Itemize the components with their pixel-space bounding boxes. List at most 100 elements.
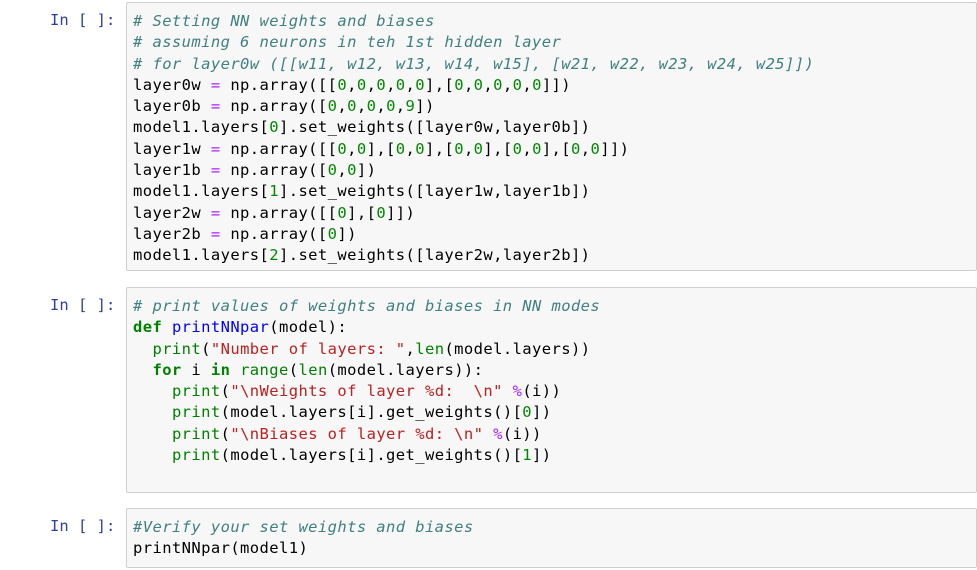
code-token: ]) <box>337 224 357 243</box>
code-token: printNNpar(model1) <box>133 539 309 558</box>
code-token: ]]) <box>386 203 416 222</box>
code-line: model1.layers[1].set_weights([layer1w,la… <box>133 181 976 202</box>
code-token: = <box>210 139 221 158</box>
code-token: ]]) <box>541 75 572 94</box>
code-line: layer2w = np.array([[0],[0]]) <box>133 203 976 224</box>
code-text[interactable]: #Verify your set weights and biases print… <box>127 509 976 560</box>
code-token: layer0w <box>133 75 211 94</box>
code-token: 0 <box>473 75 484 94</box>
code-token: "Number of layers: " <box>210 339 406 358</box>
code-line: # Setting NN weights and biases <box>133 11 976 32</box>
code-token: , <box>366 75 377 94</box>
code-token: , <box>386 75 396 94</box>
code-token: layer0b <box>133 97 211 116</box>
code-token: (model): <box>269 318 348 337</box>
code-token <box>133 446 172 464</box>
code-token: ],[ <box>347 203 377 222</box>
code-token: ( <box>288 360 299 379</box>
code-token: 0 <box>376 203 387 222</box>
code-token: i <box>181 360 211 379</box>
code-line: print(model.layers[i].get_weights()[0]) <box>133 402 976 423</box>
code-token: 0 <box>269 118 279 137</box>
code-token: ]) <box>532 403 552 422</box>
code-token: np.array([[ <box>220 75 338 94</box>
code-token: 0 <box>590 139 601 158</box>
code-token: 0 <box>522 403 533 422</box>
code-token: print <box>171 403 221 422</box>
code-token: printNNpar <box>171 318 270 337</box>
code-token: (model.layers[i].get_weights()[ <box>220 446 523 465</box>
code-line: # for layer0w ([[w11, w12, w13, w14, w15… <box>133 54 976 75</box>
code-editor[interactable]: # print values of weights and biases in … <box>126 287 977 493</box>
code-token: , <box>405 75 416 94</box>
code-token: len <box>415 339 445 358</box>
code-token: 0 <box>366 97 377 116</box>
code-token: ].set_weights([layer0w,layer0b]) <box>278 118 591 137</box>
code-token: ]) <box>532 446 552 465</box>
code-token: , <box>337 97 348 116</box>
code-text[interactable]: # Setting NN weights and biases# assumin… <box>127 3 976 267</box>
code-token: ].set_weights([layer1w,layer1b]) <box>278 182 591 201</box>
code-line: print("Number of layers: ",len(model.lay… <box>133 339 976 360</box>
code-token: ( <box>220 424 231 443</box>
code-token: def <box>133 318 163 337</box>
code-token: ]]) <box>600 139 630 158</box>
code-token: 0 <box>337 75 348 94</box>
code-line: model1.layers[0].set_weights([layer0w,la… <box>133 117 976 138</box>
code-line: layer2b = np.array([0]) <box>133 224 976 245</box>
code-token: , <box>356 97 367 116</box>
code-editor[interactable]: #Verify your set weights and biases print… <box>126 508 977 568</box>
code-token: layer1b <box>133 161 211 180</box>
code-token: , <box>347 75 357 94</box>
code-token: 2 <box>269 246 279 265</box>
code-token: , <box>337 161 348 180</box>
code-token: , <box>405 339 416 358</box>
code-token: 0 <box>327 161 338 180</box>
code-token: in <box>210 360 231 379</box>
code-token: , <box>463 139 474 158</box>
code-token: 0 <box>532 139 542 158</box>
code-token: (model.layers)) <box>444 339 591 358</box>
code-token: , <box>395 97 406 116</box>
code-token: len <box>298 360 328 379</box>
code-token: , <box>347 139 357 158</box>
input-prompt: In [ ]: <box>50 296 116 314</box>
code-token: , <box>376 97 387 116</box>
code-token: 0 <box>493 75 503 94</box>
code-token: = <box>210 224 221 243</box>
code-token: 0 <box>386 97 396 116</box>
code-token: ],[ <box>425 139 455 158</box>
code-token: 0 <box>473 139 484 158</box>
code-token: 0 <box>347 161 357 180</box>
code-token: #Verify your set weights and biases <box>133 518 474 536</box>
code-token: ( <box>220 382 231 401</box>
code-token: = <box>210 161 221 180</box>
code-editor[interactable]: # Setting NN weights and biases# assumin… <box>126 2 977 271</box>
code-token: 0 <box>337 203 348 222</box>
code-token: ],[ <box>366 139 396 158</box>
input-prompt: In [ ]: <box>50 517 116 535</box>
code-token: = <box>210 75 221 94</box>
code-line: layer1w = np.array([[0,0],[0,0],[0,0],[0… <box>133 139 976 160</box>
code-token: = <box>210 97 221 116</box>
code-token: , <box>522 139 533 158</box>
code-token: , <box>580 139 591 158</box>
code-line: print(model.layers[i].get_weights()[1]) <box>133 445 976 466</box>
code-line: layer0w = np.array([[0,0,0,0,0],[0,0,0,0… <box>133 75 976 96</box>
code-token: (model.layers)): <box>327 360 484 379</box>
code-token: "\nBiases of layer %d: \n" <box>230 424 484 443</box>
code-token: np.array([ <box>220 161 328 180</box>
code-token: layer2b <box>133 224 211 243</box>
code-token: (model.layers[i].get_weights()[ <box>220 403 523 422</box>
code-token <box>133 382 172 400</box>
code-token: 0 <box>376 75 387 94</box>
code-token: 0 <box>415 75 425 94</box>
code-token <box>483 425 493 443</box>
code-token: model1.layers[ <box>133 118 270 137</box>
code-text[interactable]: # print values of weights and biases in … <box>127 288 976 488</box>
code-token: = <box>210 203 221 222</box>
code-token: (i)) <box>522 382 562 401</box>
code-token: 0 <box>454 139 464 158</box>
code-token: 0 <box>395 75 406 94</box>
code-token: 0 <box>395 139 406 158</box>
